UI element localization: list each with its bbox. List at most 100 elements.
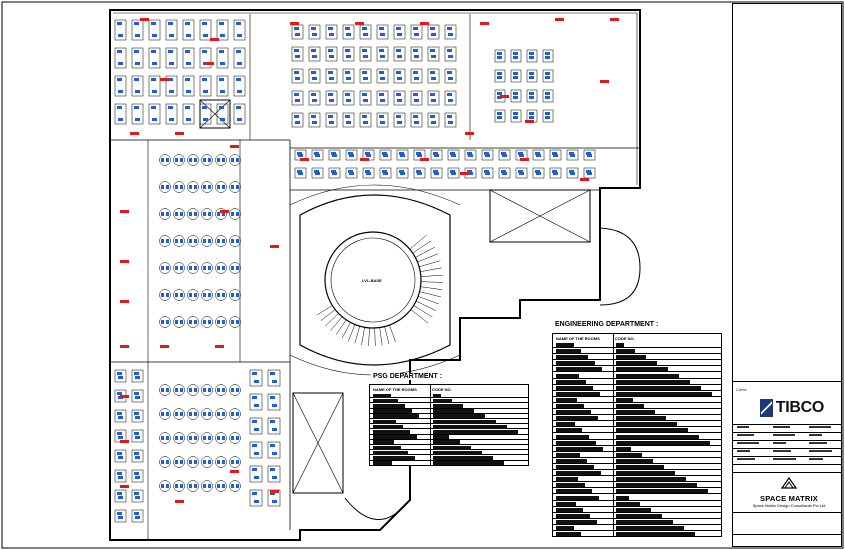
- room-name-cell: [556, 483, 585, 488]
- north-bench-cluster-seat: [345, 71, 350, 74]
- code-cell: [433, 445, 471, 450]
- corridor-bench-cluster-desk: [515, 167, 528, 179]
- title-block-divider: [733, 534, 841, 535]
- north-bench-cluster-seat: [430, 115, 435, 118]
- southwest-pod-cluster-seat: [166, 484, 169, 488]
- northeast-bench-cluster-desk: [542, 109, 554, 123]
- northeast-bench-cluster-seat: [513, 56, 518, 59]
- corridor-bench-cluster-seat: [570, 172, 575, 175]
- table-row: [553, 513, 721, 519]
- shaft-void-south: [292, 392, 344, 494]
- code-cell: [433, 419, 496, 424]
- room-name-cell: [373, 429, 410, 434]
- room-name-cell: [556, 373, 579, 378]
- code-cell: [616, 452, 642, 457]
- stair-tread: [413, 305, 433, 318]
- corridor-bench-cluster-desk: [532, 149, 545, 161]
- southwest-edge-cluster-seat: [134, 452, 139, 455]
- northwest-room-cluster-seat: [152, 118, 157, 121]
- atrium-inner-ring: [330, 237, 416, 323]
- stair-tread: [418, 296, 439, 305]
- northeast-bench-cluster-seat: [545, 56, 550, 59]
- north-bench-cluster-seat: [397, 121, 402, 124]
- corridor-bench-cluster-seat: [586, 170, 591, 173]
- table-row: [553, 476, 721, 483]
- table-row: [553, 403, 721, 410]
- title-block-row-line: [733, 440, 841, 441]
- center-circle-label: LVL-BASE: [362, 278, 382, 283]
- northwest-room-cluster-desk: [114, 19, 127, 41]
- north-bench-cluster-seat: [448, 77, 453, 80]
- north-bench-cluster-desk: [359, 46, 372, 62]
- room-tag: [220, 210, 229, 213]
- northwest-room-cluster-desk: [165, 19, 178, 41]
- north-bench-cluster-seat: [397, 99, 402, 102]
- corridor-bench-cluster-desk: [481, 149, 494, 161]
- west-pod-cluster-seat: [161, 212, 164, 216]
- west-pod-cluster-pod: [215, 208, 227, 220]
- table-row: [553, 409, 721, 416]
- northwest-room-cluster-seat: [118, 62, 123, 65]
- north-bench-cluster-desk: [393, 90, 406, 106]
- north-bench-cluster-seat: [363, 99, 368, 102]
- northwest-room-cluster-seat: [236, 78, 241, 81]
- southwest-pod-cluster-seat: [175, 460, 178, 464]
- south-edge-cluster-seat: [272, 452, 277, 455]
- northwest-room-cluster-seat: [185, 22, 190, 25]
- corridor-bench-cluster-seat: [485, 154, 490, 157]
- west-pod-cluster-seat: [189, 266, 192, 270]
- south-rotunda: [344, 497, 411, 520]
- north-bench-cluster-seat: [345, 27, 350, 30]
- west-pod-cluster-seat: [194, 212, 197, 216]
- southwest-pod-cluster-seat: [175, 436, 178, 440]
- room-name-cell: [556, 452, 580, 457]
- north-bench-cluster-seat: [329, 33, 334, 36]
- stair-tread: [419, 291, 441, 298]
- corridor-bench-cluster-seat: [400, 154, 405, 157]
- west-pod-cluster-pod: [173, 154, 185, 166]
- southwest-edge-cluster-seat: [117, 412, 122, 415]
- corridor-bench-cluster-seat: [348, 170, 353, 173]
- table-row: [370, 445, 528, 451]
- psg-col-room-header: NAME OF THE ROOMS: [373, 387, 417, 392]
- southwest-edge-cluster-seat: [135, 516, 140, 519]
- north-bench-cluster-seat: [294, 93, 299, 96]
- client-label: Client:: [736, 387, 748, 392]
- southwest-edge-cluster-desk: [114, 369, 127, 383]
- room-tag: [120, 345, 129, 348]
- north-bench-cluster-desk: [393, 112, 406, 128]
- corridor-bench-cluster-desk: [566, 149, 579, 161]
- west-pod-cluster-seat: [203, 239, 206, 243]
- northwest-room-cluster-desk: [182, 19, 195, 41]
- northwest-room-cluster-seat: [117, 22, 122, 25]
- north-bench-cluster-desk: [427, 46, 440, 62]
- west-pod-cluster-seat: [222, 185, 225, 189]
- table-row: [553, 391, 721, 397]
- tibco-wordmark: TIBCO: [775, 399, 825, 416]
- southwest-edge-cluster-seat: [135, 416, 140, 419]
- southwest-pod-cluster-seat: [166, 388, 169, 392]
- table-row: [553, 373, 721, 379]
- southwest-pod-cluster-seat: [166, 412, 169, 416]
- northwest-room-cluster-seat: [203, 118, 208, 121]
- northwest-room-cluster-desk: [216, 19, 229, 41]
- north-bench-cluster-desk: [410, 46, 423, 62]
- northeast-bench-cluster-seat: [513, 92, 518, 95]
- table-row: [553, 342, 721, 349]
- west-pod-cluster-pod: [173, 262, 185, 274]
- north-bench-cluster-seat: [431, 33, 436, 36]
- north-bench-cluster-desk: [308, 90, 321, 106]
- southwest-edge-cluster-seat: [117, 472, 122, 475]
- table-row: [553, 470, 721, 477]
- north-bench-cluster-seat: [311, 93, 316, 96]
- west-pod-cluster-pod: [215, 181, 227, 193]
- southwest-edge-cluster-desk: [131, 389, 144, 403]
- west-pod-cluster-seat: [175, 158, 178, 162]
- southwest-edge-cluster-seat: [135, 476, 140, 479]
- west-pod-cluster-seat: [194, 266, 197, 270]
- southwest-edge-cluster-seat: [117, 392, 122, 395]
- northeast-bench-cluster-seat: [529, 92, 534, 95]
- southwest-pod-cluster-seat: [166, 460, 169, 464]
- southwest-pod-cluster-seat: [217, 460, 220, 464]
- north-bench-cluster-desk: [427, 68, 440, 84]
